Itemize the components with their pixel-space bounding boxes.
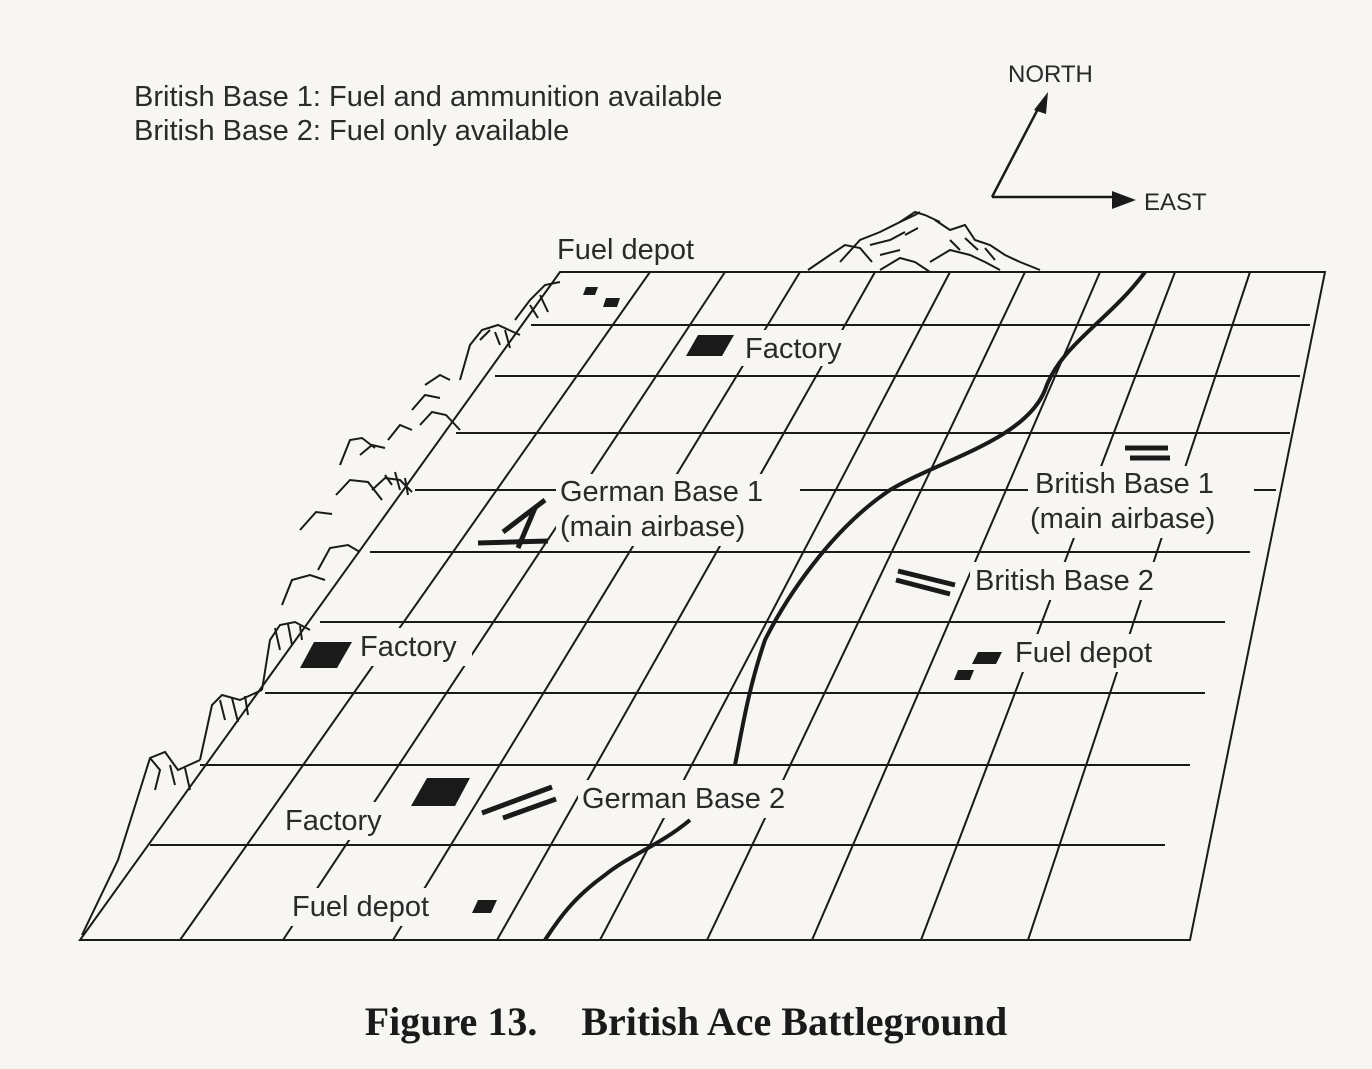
factory-north-marker	[686, 335, 734, 356]
east-arrowhead-icon	[1112, 191, 1136, 209]
label-german-base-1-sub: (main airbase)	[560, 511, 745, 543]
label-british-base-2: British Base 2	[975, 565, 1154, 597]
terrain-grid	[78, 271, 1327, 941]
label-fuel-depot-east: Fuel depot	[1015, 637, 1152, 669]
british-base-2-marker	[895, 568, 956, 597]
caption-figure-number: Figure 13.	[364, 999, 538, 1044]
german-base-1-marker	[477, 498, 549, 549]
fuel-depot-east-marker	[954, 652, 1002, 680]
label-british-base-1-sub: (main airbase)	[1030, 503, 1215, 535]
label-factory-north: Factory	[745, 333, 842, 365]
factory-west-marker	[300, 642, 352, 668]
label-fuel-depot-south: Fuel depot	[292, 891, 429, 923]
north-arrowhead-icon	[1034, 92, 1048, 114]
mountain-range-north	[807, 210, 1041, 273]
compass-east-label: EAST	[1144, 189, 1207, 216]
fuel-depot-south-marker	[472, 900, 497, 913]
legend-line-1: British Base 1: Fuel and ammunition avai…	[134, 81, 723, 113]
fuel-depot-nw-marker	[583, 287, 620, 307]
river	[543, 270, 1147, 942]
figure-caption: Figure 13. British Ace Battleground	[0, 998, 1372, 1045]
label-british-base-1: British Base 1	[1035, 468, 1214, 500]
label-factory-west: Factory	[360, 631, 457, 663]
label-german-base-1: German Base 1	[560, 476, 763, 508]
british-base-1-marker	[1125, 445, 1170, 461]
label-german-base-2: German Base 2	[582, 783, 785, 815]
compass-north-label: NORTH	[1008, 61, 1093, 88]
compass: NORTH EAST	[990, 61, 1207, 216]
legend-line-2: British Base 2: Fuel only available	[134, 115, 570, 147]
german-base-2-marker	[481, 784, 557, 821]
factory-south-marker	[411, 778, 470, 806]
mountain-range-west	[81, 281, 561, 936]
label-backgrounds	[280, 330, 1254, 926]
label-factory-south: Factory	[285, 805, 382, 837]
label-fuel-depot-nw: Fuel depot	[557, 234, 694, 266]
caption-title: British Ace Battleground	[581, 999, 1008, 1044]
